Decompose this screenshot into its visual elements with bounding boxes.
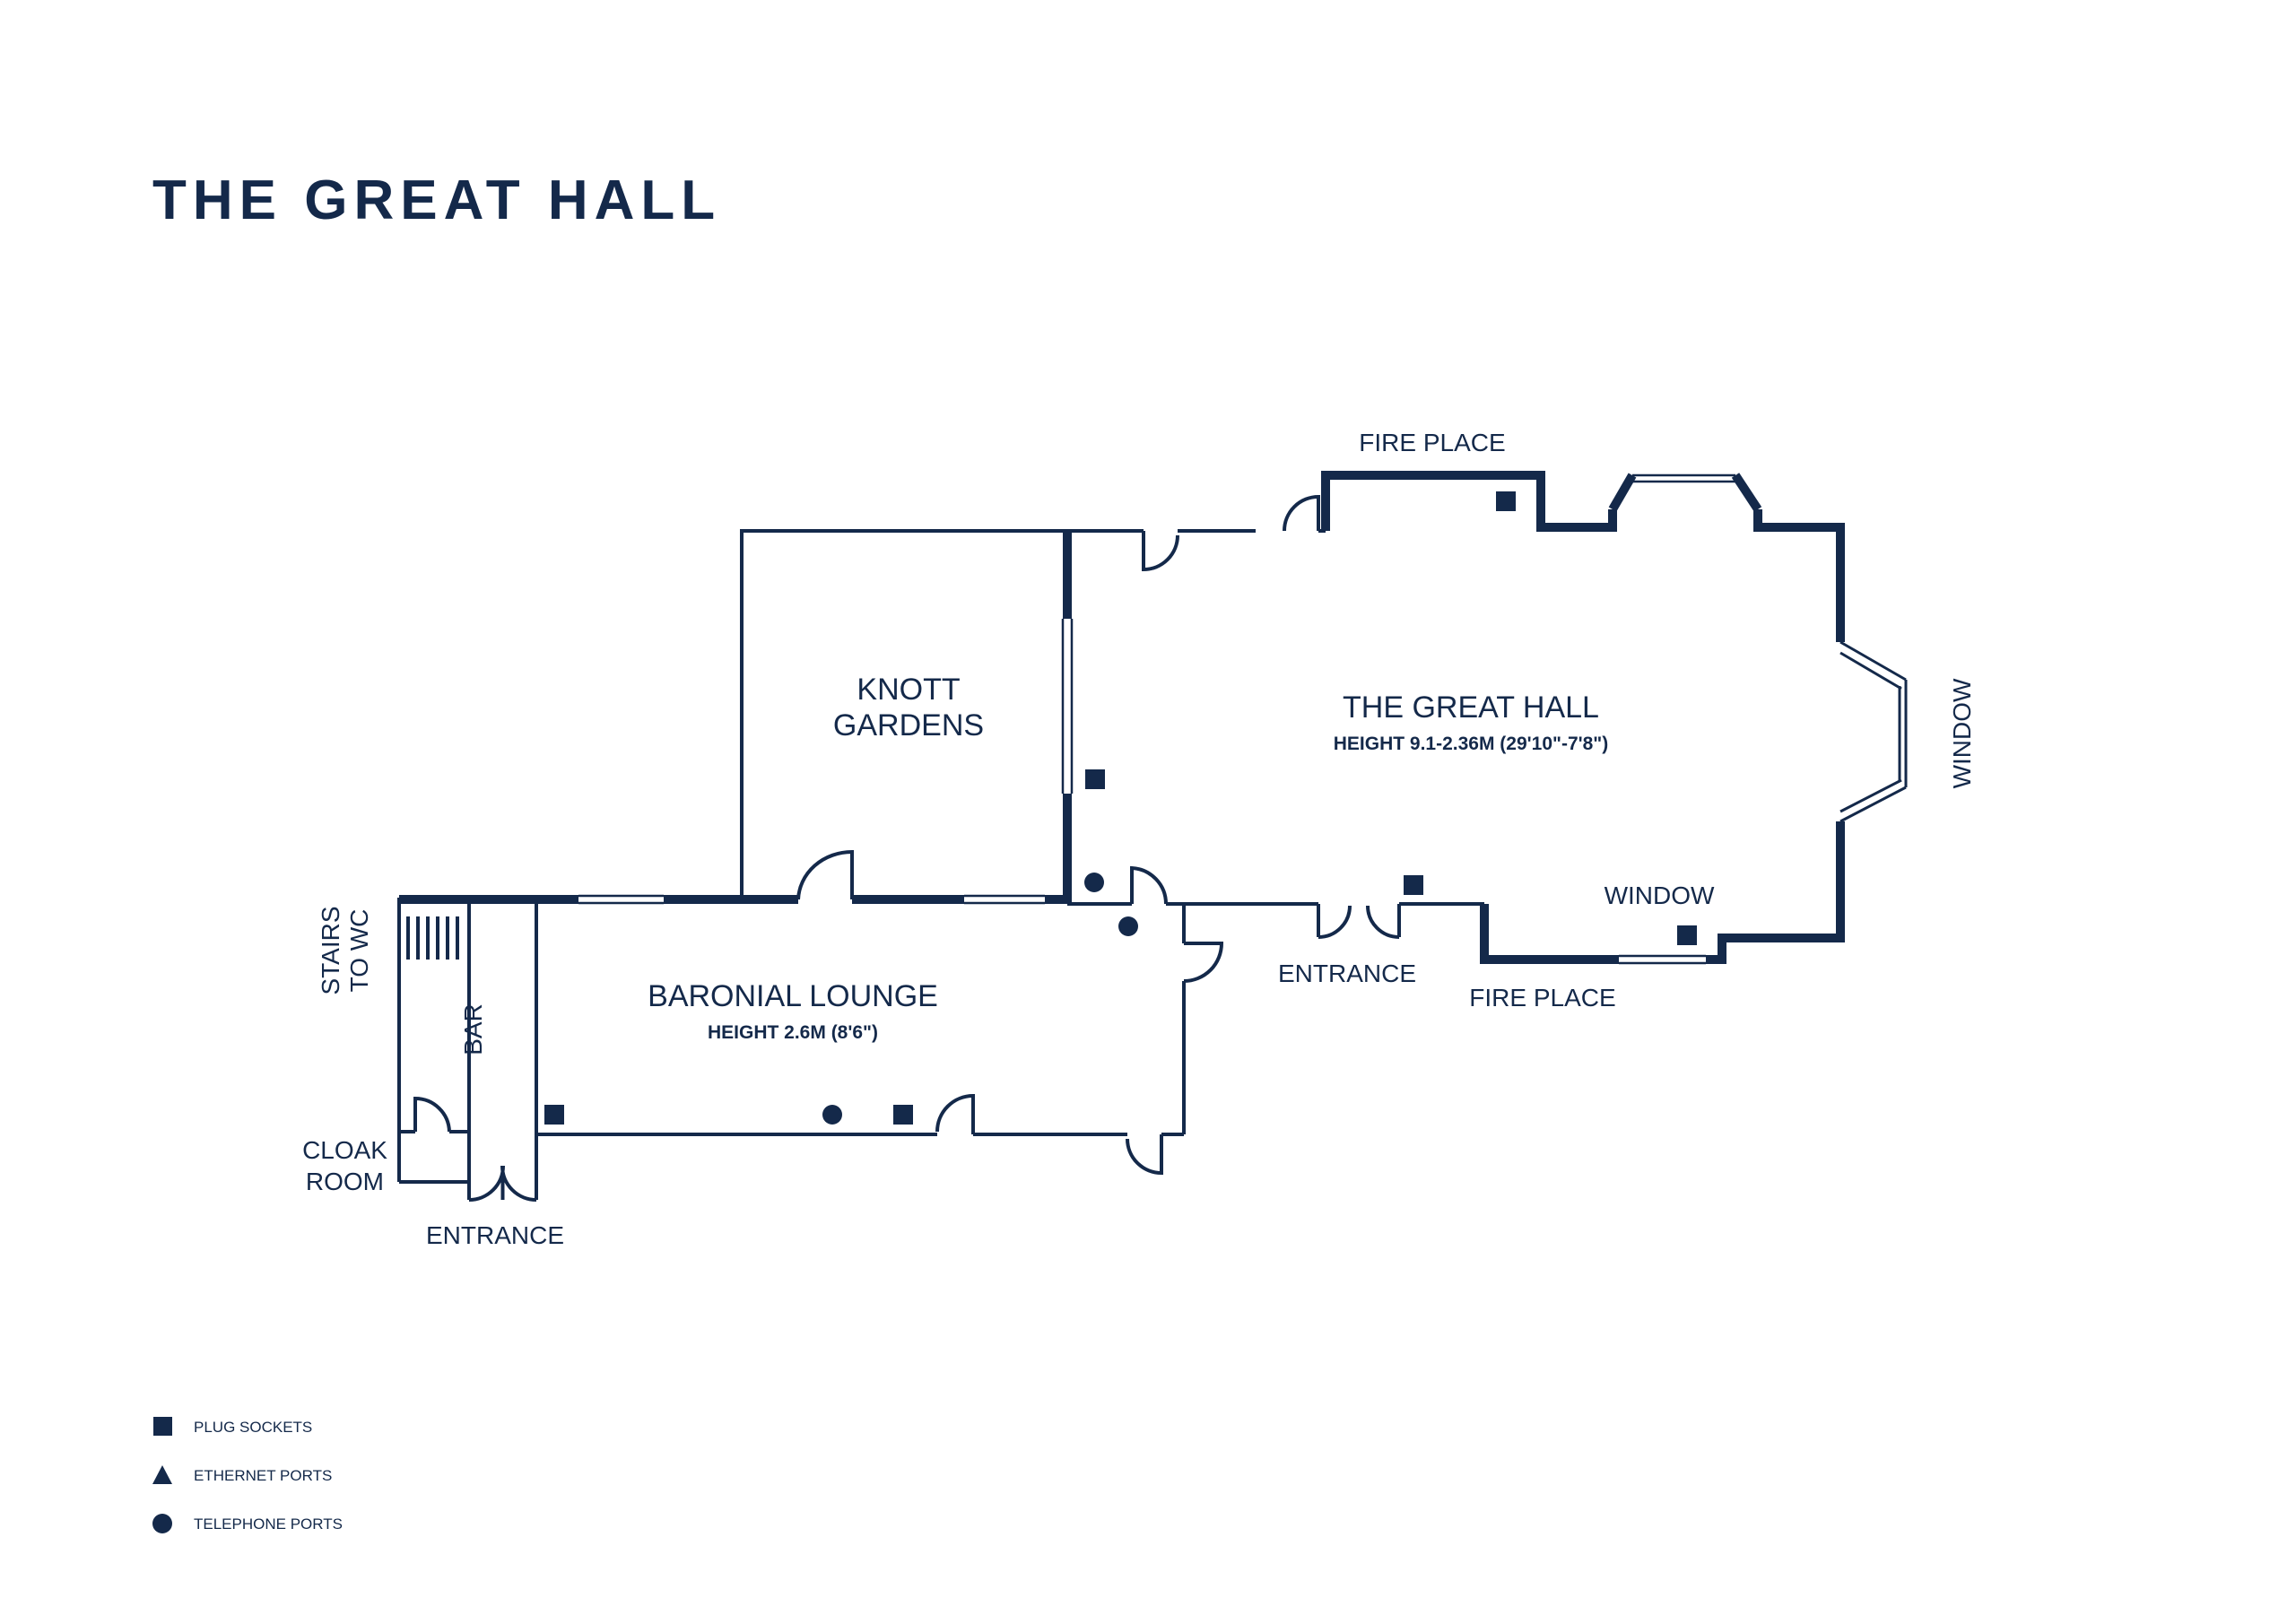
- plug-socket-icon: [1404, 875, 1423, 895]
- plug-socket-icon: [1496, 491, 1516, 511]
- great-hall-room: [1067, 471, 1908, 965]
- bar-room: [397, 895, 537, 1202]
- window-right-label: WINDOW: [1948, 678, 1976, 788]
- knott-gardens-label-line1: KNOTT: [857, 673, 960, 707]
- cloak-room-label-line1: CLOAK: [302, 1136, 387, 1164]
- legend: PLUG SOCKETS ETHERNET PORTS TELEPHONE PO…: [152, 1417, 343, 1533]
- fire-place-top-label: FIRE PLACE: [1359, 429, 1505, 456]
- entrance-bar-label: ENTRANCE: [426, 1221, 564, 1249]
- triangle-icon: [152, 1465, 172, 1484]
- plug-socket-icon: [1085, 769, 1105, 789]
- knott-gardens-label-line2: GARDENS: [833, 708, 984, 743]
- baronial-lounge-room: [399, 849, 1224, 1200]
- stairs-label-line2: TO WC: [345, 909, 373, 993]
- page-title: THE GREAT HALL: [152, 169, 722, 231]
- knott-gardens-room: [740, 529, 1074, 899]
- cloak-room-label-line2: ROOM: [306, 1168, 384, 1195]
- great-hall-label: THE GREAT HALL: [1343, 690, 1599, 725]
- plug-socket-icon: [1677, 925, 1697, 945]
- stairs-label-line1: STAIRS: [317, 906, 344, 994]
- stairs-icon: [406, 916, 459, 960]
- telephone-port-icon: [1118, 916, 1138, 936]
- legend-item-plug-sockets: PLUG SOCKETS: [194, 1419, 312, 1436]
- square-icon: [153, 1417, 172, 1436]
- plug-socket-icon: [893, 1105, 913, 1125]
- telephone-port-icon: [1084, 873, 1104, 892]
- plug-socket-icon: [544, 1105, 564, 1125]
- baronial-lounge-label: BARONIAL LOUNGE: [648, 979, 938, 1013]
- window-bottom-label: WINDOW: [1605, 881, 1715, 909]
- legend-item-ethernet-ports: ETHERNET PORTS: [194, 1467, 332, 1484]
- bar-label: BAR: [459, 1003, 487, 1055]
- entrance-main-label: ENTRANCE: [1278, 960, 1416, 987]
- fire-place-bottom-label: FIRE PLACE: [1469, 984, 1615, 1012]
- circle-icon: [152, 1514, 172, 1533]
- baronial-lounge-height: HEIGHT 2.6M (8'6"): [708, 1022, 878, 1043]
- legend-item-telephone-ports: TELEPHONE PORTS: [194, 1515, 343, 1533]
- great-hall-height: HEIGHT 9.1-2.36M (29'10"-7'8"): [1334, 734, 1609, 754]
- telephone-port-icon: [822, 1105, 842, 1125]
